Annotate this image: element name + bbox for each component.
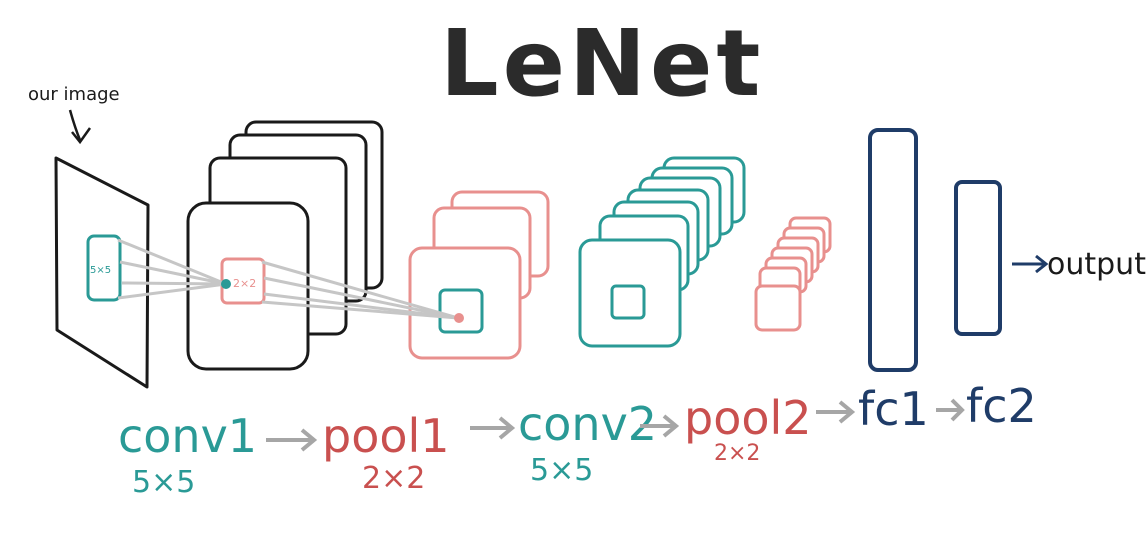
conv1-neuron-dot <box>221 279 231 289</box>
conv1-label: conv1 <box>118 409 257 463</box>
pool1-label: pool1 <box>322 409 450 463</box>
conv1-pool-window-label: 2×2 <box>233 277 256 290</box>
conv1-size: 5×5 <box>132 465 195 500</box>
arrow-fc1-fc2 <box>936 398 965 422</box>
annotation-arrowhead <box>71 127 92 145</box>
arrow-conv2-pool2 <box>640 414 680 438</box>
output-arrow <box>1012 254 1049 274</box>
pool2-stack <box>754 216 832 332</box>
pool1-conv-window <box>438 288 484 334</box>
receptive-field-lines-1 <box>117 238 227 300</box>
conv2-size: 5×5 <box>530 453 593 488</box>
pool2-label: pool2 <box>684 391 812 445</box>
diagram-title: LeNet <box>440 10 764 117</box>
pool1-neuron-dot <box>454 313 464 323</box>
pool1-size: 2×2 <box>362 461 425 496</box>
fc2-label: fc2 <box>966 379 1037 433</box>
arrow-pool1-conv2 <box>470 416 516 440</box>
input-kernel <box>86 234 122 302</box>
input-kernel-label: 5×5 <box>90 265 111 276</box>
input-annotation: our image <box>28 84 120 105</box>
annotation-arrow <box>68 109 82 141</box>
fc1-label: fc1 <box>858 382 929 436</box>
receptive-field-lines-2 <box>261 260 459 320</box>
arrow-pool2-fc1 <box>816 400 856 424</box>
output-label: output <box>1047 247 1146 282</box>
fc2-layer <box>954 180 1002 336</box>
pool2-size: 2×2 <box>714 441 760 466</box>
conv2-stack <box>578 156 746 348</box>
arrow-conv1-pool1 <box>266 428 318 452</box>
conv2-label: conv2 <box>518 397 657 451</box>
fc1-layer <box>868 128 918 372</box>
